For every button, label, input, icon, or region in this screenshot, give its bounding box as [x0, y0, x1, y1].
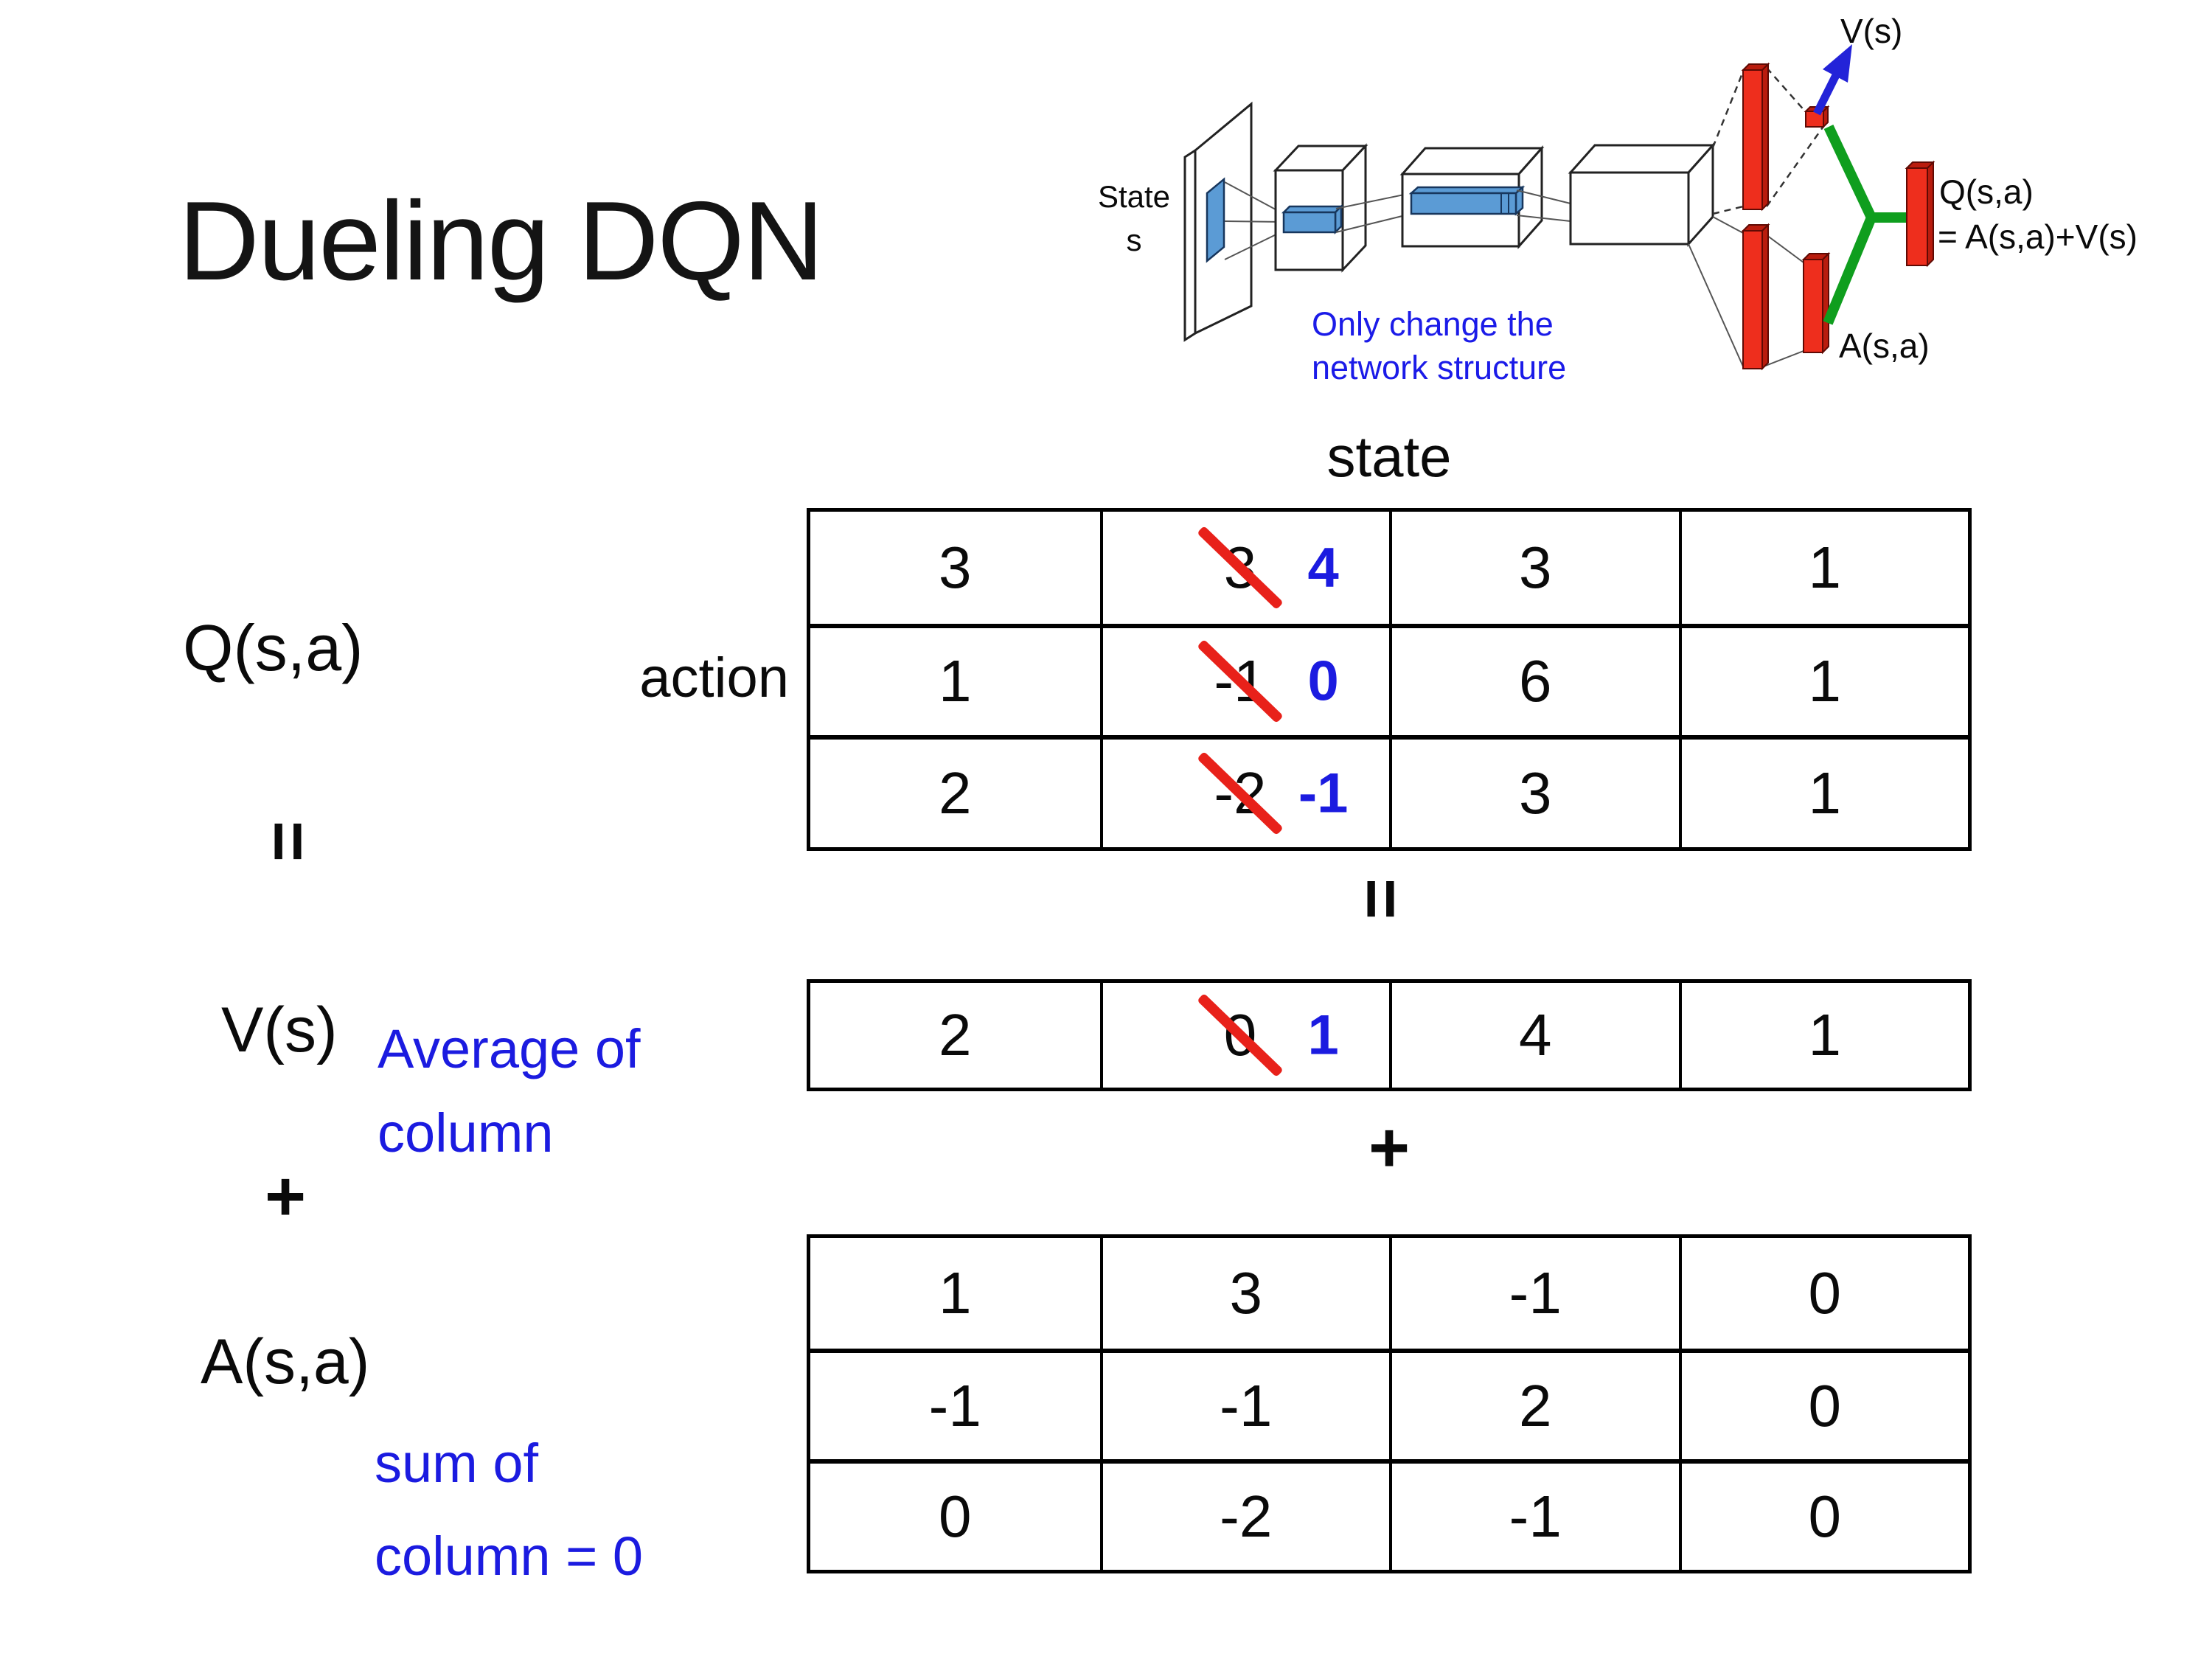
new-value: 4 [1307, 536, 1339, 599]
a-matrix-table: 1 3 -1 0 -1 -1 2 0 0 -2 -1 0 [807, 1234, 1972, 1573]
a-cell-r0c0: 1 [810, 1238, 1100, 1349]
a-cell-r1c0: -1 [810, 1349, 1100, 1459]
action-axis-label: action [639, 647, 789, 709]
state-axis-label: state [1326, 424, 1452, 489]
v-cell-c2: 4 [1389, 983, 1679, 1088]
diagram-a-label: A(s,a) [1839, 327, 1930, 365]
a-cell-r2c2: -1 [1389, 1459, 1679, 1570]
a-cell-r1c3: 0 [1678, 1349, 1968, 1459]
v-cell-c1-changed: 0 1 [1099, 983, 1390, 1088]
sum-note: sum of column = 0 [375, 1417, 643, 1603]
diagram-note-line2: network structure [1312, 349, 1566, 386]
cell-value: 6 [1519, 648, 1552, 714]
q-cell-r2c0: 2 [810, 735, 1100, 847]
plus-mid: + [1368, 1108, 1411, 1187]
cell-value: 3 [1519, 760, 1552, 827]
equals-rotated-left: = [249, 820, 328, 863]
cell-value: 1 [1808, 1002, 1842, 1068]
cell-value: 1 [939, 648, 972, 714]
sum-note-line2: column = 0 [375, 1526, 644, 1587]
conv-fan-lines-3 [1516, 189, 1571, 222]
diagram-note-line1: Only change the [1312, 305, 1554, 343]
q-cell-r1c2: 6 [1389, 623, 1679, 736]
diagram-v-label: V(s) [1840, 12, 1902, 50]
cell-value: 2 [939, 1002, 972, 1068]
a-cell-r0c1: 3 [1099, 1238, 1390, 1349]
q-cell-r1c3: 1 [1678, 623, 1968, 736]
equals-rotated-mid: = [1342, 877, 1421, 920]
cell-value: 4 [1519, 1002, 1552, 1068]
cell-value: 0 [1808, 1260, 1842, 1326]
average-note-line1: Average of [378, 1018, 641, 1079]
v-row-table: 2 0 1 4 1 [807, 979, 1972, 1091]
diagram-q-formula: = A(s,a)+V(s) [1938, 218, 2138, 256]
q-output-bar [1905, 160, 1935, 268]
cell-value: 2 [939, 760, 972, 827]
v-arrow [1813, 44, 1852, 116]
new-value: -1 [1298, 762, 1349, 825]
average-note: Average of column [378, 1007, 641, 1175]
q-matrix-table: 3 3 4 3 1 1 -1 0 6 1 2 -2 -1 3 1 [807, 508, 1972, 851]
q-cell-r1c1-changed: -1 0 [1099, 623, 1389, 736]
page-title: Dueling DQN [178, 178, 824, 304]
q-cell-r1c0: 1 [810, 623, 1100, 736]
cell-value: 2 [1519, 1373, 1552, 1439]
a-term-label: A(s,a) [201, 1326, 370, 1397]
q-cell-r2c2: 3 [1389, 735, 1679, 847]
cell-value: 3 [1229, 1260, 1263, 1326]
state-label-line1: State [1098, 179, 1170, 214]
q-cell-r2c1-changed: -2 -1 [1099, 735, 1389, 847]
sum-note-line1: sum of [375, 1433, 539, 1494]
feature-slab-1 [1281, 204, 1344, 235]
a-vector-node [1801, 251, 1831, 355]
cell-value: 3 [1519, 534, 1552, 600]
new-value: 0 [1307, 650, 1339, 713]
combiner-y [1823, 125, 1908, 325]
cell-value: -1 [1220, 1373, 1273, 1439]
q-cell-r0c2: 3 [1389, 512, 1679, 624]
conv-window-slab [1206, 177, 1225, 263]
q-cell-r0c0: 3 [810, 512, 1100, 624]
cell-value: 0 [1808, 1373, 1842, 1439]
a-cell-r0c3: 0 [1678, 1238, 1969, 1349]
advantage-hidden-bar [1741, 223, 1770, 371]
cell-value: 3 [939, 534, 972, 600]
a-cell-r0c2: -1 [1389, 1238, 1679, 1349]
cell-value: -1 [928, 1373, 981, 1439]
v-term-label: V(s) [221, 995, 338, 1065]
cell-value: -1 [1509, 1484, 1562, 1549]
conv-fan-lines-2 [1335, 192, 1412, 233]
advantage-stream-lines [1688, 216, 1804, 367]
value-stream-dashed-lines [1711, 67, 1826, 215]
a-cell-r2c0: 0 [810, 1459, 1100, 1570]
a-cell-r2c3: 0 [1678, 1459, 1968, 1570]
cell-value: 1 [1808, 760, 1842, 827]
conv-fan-lines-1 [1224, 181, 1284, 260]
v-cell-c0: 2 [810, 983, 1100, 1088]
average-note-line2: column [378, 1102, 554, 1164]
cell-value: -1 [1509, 1260, 1562, 1326]
q-term-label: Q(s,a) [183, 611, 364, 684]
cell-value: 0 [1808, 1484, 1842, 1549]
fc-cube [1568, 142, 1716, 247]
network-architecture-diagram: State s V(s) Q(s,a) = A(s,a)+V(s) A(s,a)… [1098, 12, 2138, 386]
cell-value: 1 [1808, 534, 1842, 600]
new-value: 1 [1307, 1004, 1339, 1067]
value-hidden-bar [1741, 62, 1770, 212]
a-cell-r1c2: 2 [1389, 1349, 1679, 1459]
feature-slab-2 [1408, 185, 1526, 216]
cell-value: 1 [939, 1260, 972, 1326]
v-cell-c3: 1 [1678, 983, 1969, 1088]
diagram-q-label: Q(s,a) [1939, 173, 2034, 211]
cell-value: -2 [1220, 1484, 1273, 1549]
a-cell-r2c1: -2 [1099, 1459, 1389, 1570]
cell-value: 0 [939, 1484, 972, 1549]
a-cell-r1c1: -1 [1099, 1349, 1389, 1459]
state-label-line2: s [1127, 223, 1142, 257]
q-cell-r0c3: 1 [1678, 512, 1969, 624]
cell-value: 1 [1808, 648, 1842, 714]
q-cell-r0c1-changed: 3 4 [1099, 512, 1390, 624]
plus-left: + [264, 1157, 307, 1236]
q-cell-r2c3: 1 [1678, 735, 1968, 847]
